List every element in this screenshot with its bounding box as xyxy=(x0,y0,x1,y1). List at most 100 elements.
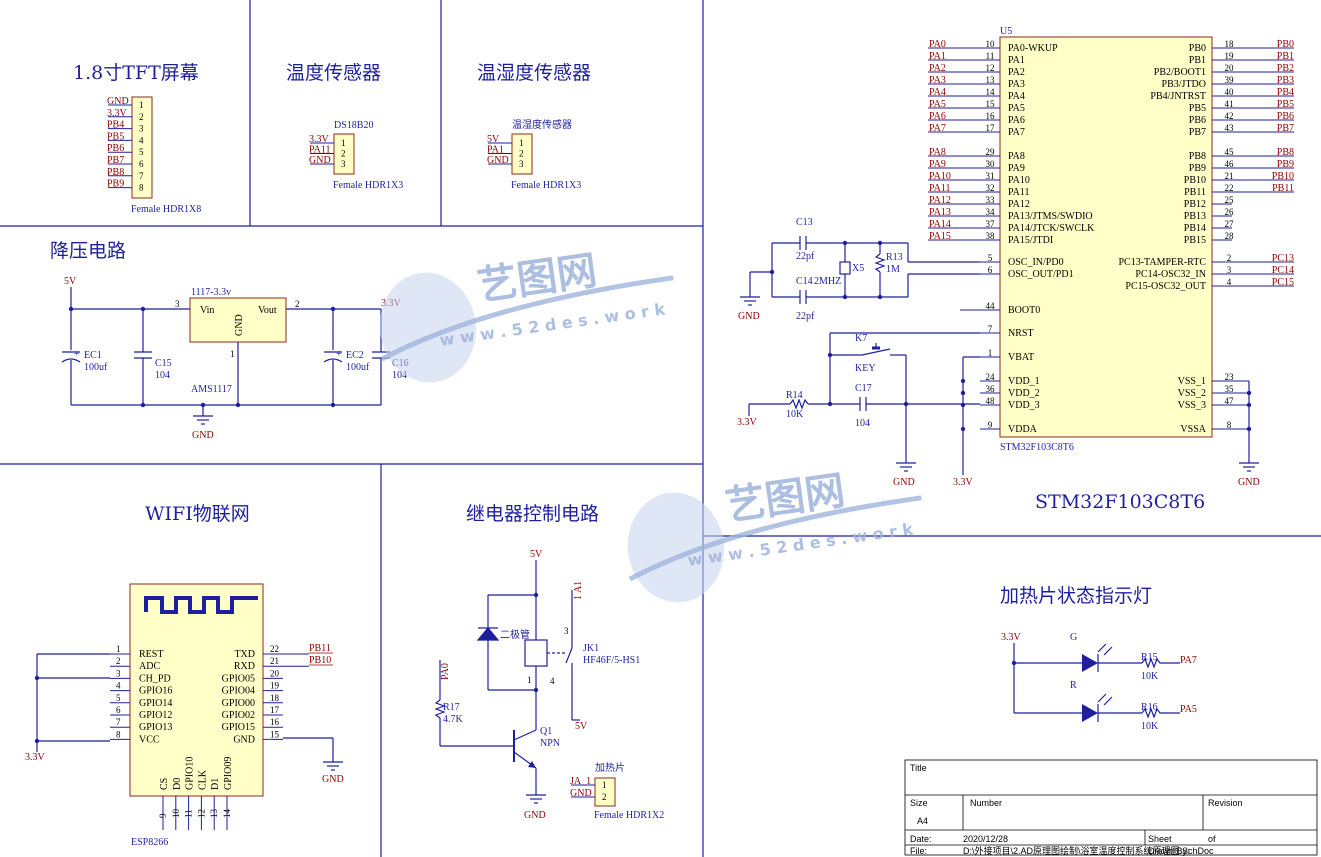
mcu-left-pin-number: 31 xyxy=(986,171,995,181)
mcu-left-pin-name: VDD_1 xyxy=(1008,376,1040,387)
tb-sheet: Sheet xyxy=(1148,834,1172,844)
vss-gnd-label: GND xyxy=(1238,477,1260,488)
heater-pin-number: 1 xyxy=(602,780,607,790)
mcu-right-net: PB10 xyxy=(1272,171,1294,182)
mcu-right-pin-name: PC15-OSC32_OUT xyxy=(1125,281,1206,292)
mcu-right-pin-number: 28 xyxy=(1225,231,1235,241)
mcu-right-pin-name: PB7 xyxy=(1189,127,1206,138)
mcu-left-net: PA14 xyxy=(929,219,951,230)
mcu-right-pin-number: 23 xyxy=(1225,372,1235,382)
mcu-right-pin-number: 2 xyxy=(1227,253,1232,263)
heater-pin-number: 2 xyxy=(602,792,607,802)
mcu-left-pin-name: PA9 xyxy=(1008,163,1025,174)
ds18b20-pin-number: 3 xyxy=(341,159,346,169)
mcu-right-net: PC14 xyxy=(1272,265,1294,276)
mcu-right-pin-number: 20 xyxy=(1225,63,1235,73)
ds18b20-pin-number: 1 xyxy=(341,138,346,148)
svg-text:+: + xyxy=(336,349,342,360)
esp-bottom-pin-name: D1 xyxy=(210,778,221,790)
mcu-right-net: PC15 xyxy=(1272,277,1294,288)
esp-bottom-pin-number: 14 xyxy=(222,809,232,819)
esp-right-pin-number: 19 xyxy=(270,681,280,691)
mcu-right-pin-number: 21 xyxy=(1225,171,1234,181)
mcu-right-pin-name: PB12 xyxy=(1184,199,1206,210)
mcu-right-net: PB1 xyxy=(1277,51,1294,62)
mcu-left-pin-number: 48 xyxy=(986,396,996,406)
tft-net: PB4 xyxy=(107,120,124,131)
mcu-right-net: PB0 xyxy=(1277,39,1294,50)
mcu-left-pin-number: 37 xyxy=(986,219,996,229)
esp-bottom-pin-name: D0 xyxy=(172,778,183,790)
esp-left-pin-number: 3 xyxy=(116,668,121,678)
q1-ref: Q1 xyxy=(540,726,552,737)
led-net-pa5: PA5 xyxy=(1180,704,1197,715)
esp-left-pin-number: 4 xyxy=(116,681,121,691)
ds18b20-net: PA11 xyxy=(309,145,331,156)
r17-ref: R17 xyxy=(443,702,460,713)
led-r-label: R xyxy=(1070,680,1077,691)
mcu-left-net: PA5 xyxy=(929,99,946,110)
mcu-right-pin-number: 22 xyxy=(1225,183,1234,193)
esp-right-pin-name: RXD xyxy=(234,661,255,672)
mcu-left-net: PA1 xyxy=(929,51,946,62)
esp-ref: ESP8266 xyxy=(131,837,168,848)
mcu-left-pin-number: 1 xyxy=(988,348,993,358)
mcu-left-net: PA8 xyxy=(929,147,946,158)
tb-date: Date: xyxy=(910,834,932,844)
esp-left-pin-number: 8 xyxy=(116,729,121,739)
mcu-left-net: PA13 xyxy=(929,207,951,218)
reg-name: 1117-3.3v xyxy=(191,287,231,298)
heater-net: JA_1 xyxy=(570,776,591,787)
mcu-right-net: PB4 xyxy=(1277,87,1294,98)
watermark-globe-icon xyxy=(627,492,725,603)
heater-net: GND xyxy=(570,788,592,799)
ec1-value: 100uf xyxy=(84,362,108,373)
mcu-left-net: PA15 xyxy=(929,231,951,242)
mcu-right-pin-number: 43 xyxy=(1225,123,1235,133)
title-tft: 1.8寸TFT屏幕 xyxy=(73,62,199,84)
mcu-left-pin-number: 11 xyxy=(986,51,995,61)
esp-bottom-pin-number: 10 xyxy=(171,809,181,819)
watermark-globe-icon xyxy=(379,272,477,383)
tft-pin-number: 5 xyxy=(139,147,144,157)
mcu-right-pin-number: 18 xyxy=(1225,39,1235,49)
esp-bottom-pin-name: CLK xyxy=(197,769,208,790)
tft-pin-number: 4 xyxy=(139,135,144,145)
esp-33v-label: 3.3V xyxy=(25,752,46,763)
reset-33v-label: 3.3V xyxy=(737,417,758,428)
mcu-right-pin-name: PB11 xyxy=(1184,187,1206,198)
esp8266-body xyxy=(129,583,264,797)
esp-left-pin-name: GPIO14 xyxy=(139,698,172,709)
mcu-left-net: PA7 xyxy=(929,123,946,134)
esp-left-pin-number: 1 xyxy=(116,644,121,654)
tb-revision: Revision xyxy=(1208,798,1243,808)
esp-bottom-pin-number: 9 xyxy=(158,813,168,818)
relay-coil xyxy=(524,639,548,667)
led-indicator-circuit: 3.3V G R R15 10K R16 10K PA7 PA5 xyxy=(1001,632,1197,732)
esp-left-pin-name: VCC xyxy=(139,734,160,745)
mcu-left-pin-name: NRST xyxy=(1008,328,1034,339)
mcu-right-pin-number: 45 xyxy=(1225,147,1235,157)
heater-connector-body xyxy=(594,777,616,807)
mcu-right-net: PB11 xyxy=(1272,183,1294,194)
reg-part: AMS1117 xyxy=(191,384,232,395)
tft-pin-number: 2 xyxy=(139,112,144,122)
k7-name: KEY xyxy=(855,363,876,374)
tb-size: Size xyxy=(910,798,928,808)
mcu-right-pin-number: 46 xyxy=(1225,159,1235,169)
c17-ref: C17 xyxy=(855,383,872,394)
tb-of: of xyxy=(1208,834,1216,844)
r15-value: 10K xyxy=(1141,671,1159,682)
title-buck: 降压电路 xyxy=(50,240,126,262)
ds18b20-pin-number: 2 xyxy=(341,149,346,159)
tft-net: PB8 xyxy=(107,167,124,178)
r14-ref: R14 xyxy=(786,390,803,401)
mcu-left-pin-number: 5 xyxy=(988,253,993,263)
mcu-right-pin-name: PB5 xyxy=(1189,103,1206,114)
mcu-right-net: PB8 xyxy=(1277,147,1294,158)
esp-right-pin-name: GPIO05 xyxy=(222,673,255,684)
relay-no-net: 5V xyxy=(575,721,588,732)
led-33v-label: 3.3V xyxy=(1001,632,1022,643)
